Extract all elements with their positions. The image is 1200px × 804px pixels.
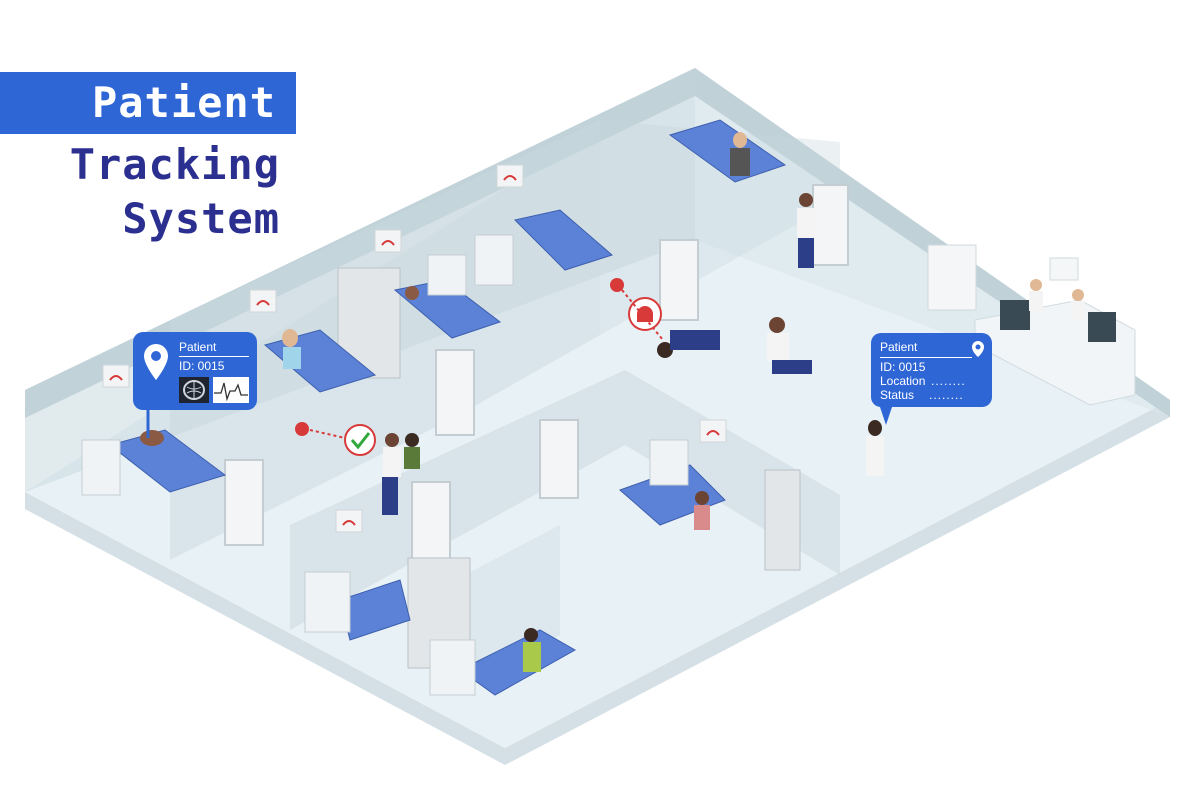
patient-card-right: Patient ID: 0015 Location ........ Statu… <box>871 333 992 407</box>
partition-2 <box>450 120 600 420</box>
patient-card-left: Patient ID: 0015 <box>133 332 257 410</box>
ecg-waveform-icon <box>213 377 249 403</box>
wifi-icon <box>109 175 720 526</box>
card-right-pointer <box>880 407 892 425</box>
card-right-status-label: Status <box>880 388 915 402</box>
card-right-status-value: ........ <box>929 388 964 402</box>
tag-icon-center <box>610 278 624 292</box>
cabinet <box>927 244 977 311</box>
beds <box>108 119 787 696</box>
check-marker-icon <box>344 424 376 456</box>
alert-connector <box>621 289 664 341</box>
card-right-heading: Patient <box>880 340 918 354</box>
card-right-divider <box>880 357 972 358</box>
brain-scan-icon <box>179 377 209 403</box>
map-pin-icon <box>972 341 984 357</box>
doors <box>224 184 849 568</box>
title-banner: Patient <box>0 72 296 134</box>
title-line-2: Tracking <box>69 140 280 189</box>
card-right-location-label: Location <box>880 374 926 388</box>
patients-and-staff <box>140 132 1085 672</box>
map-pin-icon <box>144 344 168 380</box>
router-device <box>1049 257 1079 281</box>
monitor-1 <box>1000 300 1030 330</box>
card-left-heading: Patient <box>179 340 217 354</box>
nightstands <box>81 234 689 696</box>
title-line-1: Patient <box>91 78 276 127</box>
monitor-2 <box>1088 312 1116 342</box>
siren-icon <box>637 306 653 322</box>
tag-icon-left <box>295 422 309 436</box>
card-left-divider <box>179 356 249 357</box>
card-left-id: ID: 0015 <box>179 359 225 373</box>
check-icon <box>350 432 371 450</box>
title-line-3: System <box>122 194 280 243</box>
card-right-id: ID: 0015 <box>880 360 926 374</box>
card-right-location-value: ........ <box>931 374 966 388</box>
